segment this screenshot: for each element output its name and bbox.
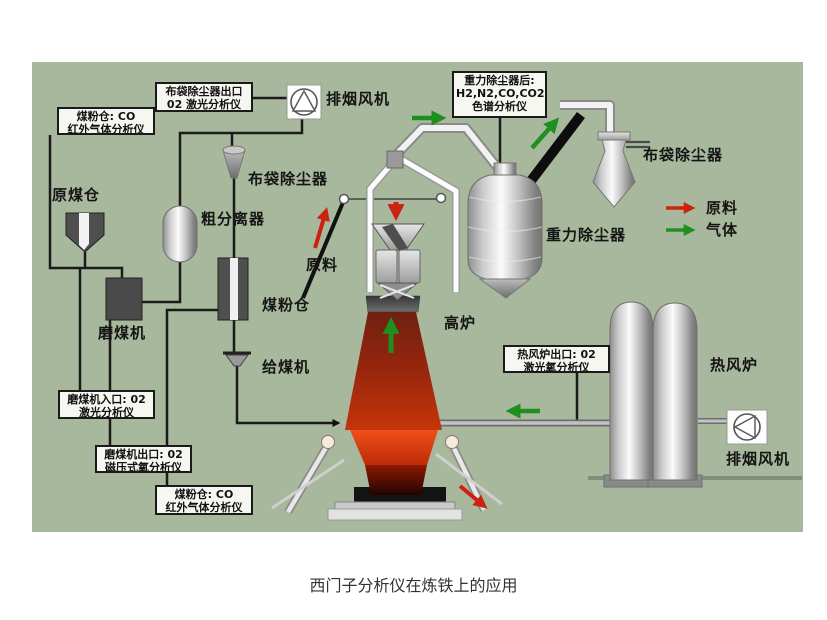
analyzer-text: 02 激光分析仪	[166, 98, 242, 111]
skip-incline	[301, 199, 346, 299]
label-coal-mill: 磨煤机	[98, 324, 147, 342]
label-hot-blast-stove: 热风炉	[710, 356, 759, 374]
legend-gas-label: 气体	[706, 221, 739, 239]
raw-coal-bunker-shape	[65, 212, 105, 253]
analyzer-text: 红外气体分析仪	[165, 501, 243, 514]
label-raw-material-in: 原料	[306, 256, 339, 274]
analyzer-text: 重力除尘器后:	[464, 74, 535, 87]
analyzer-box-mill-outlet: 磨煤机出口: 02 磁压式氧分析仪	[95, 445, 192, 473]
label-exhaust-fan-top: 排烟风机	[326, 90, 391, 108]
label-coal-feeder: 给煤机	[262, 358, 311, 376]
legend-raw-material-label: 原料	[706, 199, 739, 217]
tuyere-ball-right	[445, 435, 459, 449]
analyzer-text: 热风炉出口: 02	[517, 348, 596, 361]
analyzer-box-coal-bunker-upper: 煤粉仓: CO 红外气体分析仪	[57, 107, 155, 135]
pulley-right	[435, 192, 447, 204]
label-bag-filter-left: 布袋除尘器	[248, 170, 329, 188]
analyzer-text: 色谱分析仪	[472, 100, 527, 113]
raw-material-up-arrow	[313, 207, 330, 249]
bag-filter-right-shape	[592, 131, 650, 208]
furnace-top-pipes	[366, 123, 505, 292]
pulverized-coal-bunker-shape	[217, 257, 249, 321]
coal-feeder-shape	[223, 351, 251, 367]
analyzer-text: 激光氧分析仪	[523, 361, 590, 373]
instrument-lines	[48, 96, 579, 485]
bag-filter-left-shape	[222, 145, 246, 179]
pulley-left	[338, 193, 350, 205]
label-raw-coal-bunker: 原煤仓	[52, 186, 101, 204]
label-blast-furnace: 高炉	[444, 314, 477, 332]
label-pulverized-bunker: 煤粉仓	[262, 296, 311, 314]
tuyere-ball-left	[321, 435, 335, 449]
label-exhaust-fan-right: 排烟风机	[726, 450, 791, 468]
analyzer-text: H2,N2,CO,CO2	[456, 87, 545, 100]
gas-diagonal-arrow	[530, 117, 560, 150]
coal-injection-line	[235, 366, 341, 428]
analyzer-box-mill-inlet: 磨煤机入口: 02 激光分析仪	[58, 390, 155, 419]
gravity-collector-shape	[467, 162, 543, 299]
analyzer-text: 磨煤机出口: 02	[104, 448, 183, 461]
hot-blast-pipes	[440, 418, 729, 427]
flow-arrows	[313, 110, 696, 509]
tapping-arrow	[458, 484, 488, 509]
uptake-junction-box	[386, 150, 404, 169]
analyzer-box-bag-outlet: 布袋除尘器出口 02 激光分析仪	[155, 82, 253, 112]
slide-caption: 西门子分析仪在炼铁上的应用	[309, 576, 518, 595]
analyzer-box-after-gravity: 重力除尘器后: H2,N2,CO,CO2 色谱分析仪	[452, 71, 547, 118]
analyzer-box-coal-bunker-lower: 煤粉仓: CO 红外气体分析仪	[155, 485, 253, 515]
analyzer-text: 磨煤机入口: 02	[67, 393, 146, 406]
exhaust-fan-top-icon	[286, 84, 322, 120]
analyzer-text: 磁压式氧分析仪	[105, 461, 182, 473]
label-coarse-separator: 粗分离器	[201, 210, 266, 228]
analyzer-text: 煤粉仓: CO	[174, 488, 234, 501]
analyzer-box-stove-outlet: 热风炉出口: 02 激光氧分析仪	[503, 345, 610, 373]
coal-mill-shape	[105, 277, 143, 321]
label-gravity-collector: 重力除尘器	[546, 226, 627, 244]
charging-system-shape	[371, 223, 425, 301]
diagram-panel: 布袋除尘器出口 02 激光分析仪 煤粉仓: CO 红外气体分析仪 重力除尘器后:…	[32, 62, 803, 532]
label-bag-filter-right: 布袋除尘器	[643, 146, 724, 164]
elbow-pipe	[560, 100, 615, 132]
blast-furnace-shape	[271, 295, 503, 521]
analyzer-text: 红外气体分析仪	[67, 123, 145, 135]
black-gas-pipe	[523, 111, 585, 190]
process-diagram-graphics	[48, 84, 802, 521]
exhaust-fan-right-icon	[726, 409, 768, 445]
analyzer-text: 激光分析仪	[79, 406, 134, 419]
analyzer-text: 布袋除尘器出口	[165, 85, 243, 98]
analyzer-text: 煤粉仓: CO	[76, 110, 136, 123]
hot-blast-stoves-shape	[603, 301, 703, 488]
coarse-separator-shape	[162, 205, 198, 263]
